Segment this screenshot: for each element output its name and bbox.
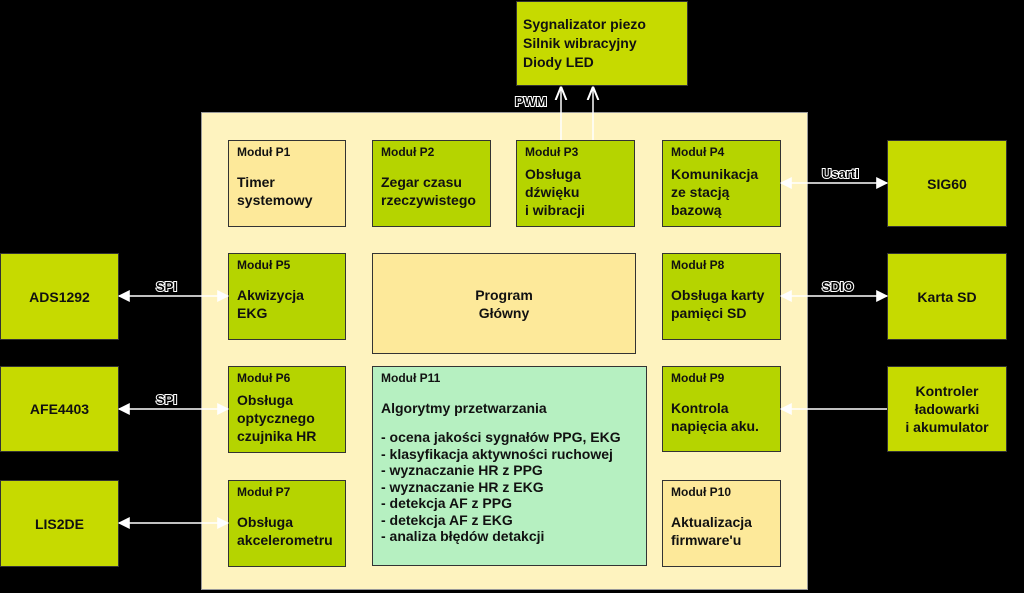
module-title: Moduł P11 bbox=[381, 371, 441, 385]
module-title: Moduł P5 bbox=[237, 258, 291, 272]
module-body: Zegar czasu rzeczywistego bbox=[381, 174, 476, 208]
module-body: Timer systemowy bbox=[237, 174, 313, 208]
module-p10: Moduł P10 Aktualizacja firmware'u bbox=[662, 480, 781, 567]
module-body: Akwizycja EKG bbox=[237, 287, 304, 321]
list-item: - analiza błędów detakcji bbox=[381, 528, 545, 544]
list-item: - wyznaczanie HR z PPG bbox=[381, 462, 543, 478]
module-body: Obsługa akcelerometru bbox=[237, 514, 333, 548]
list-item: - detekcja AF z PPG bbox=[381, 495, 512, 511]
module-title: Moduł P9 bbox=[671, 371, 725, 385]
module-title: Moduł P1 bbox=[237, 145, 291, 159]
module-p6: Moduł P6 Obsługa optycznego czujnika HR bbox=[228, 366, 346, 453]
list-item: - wyznaczanie HR z EKG bbox=[381, 478, 544, 495]
module-body: Aktualizacja firmware'u bbox=[671, 514, 752, 548]
module-p7: Moduł P7 Obsługa akcelerometru bbox=[228, 480, 346, 567]
module-p4: Moduł P4 Komunikacja ze stacją bazową bbox=[662, 140, 781, 227]
sdio-label: SDIO bbox=[822, 279, 854, 294]
list-item: - detekcja AF z EKG bbox=[381, 511, 513, 528]
outputs-box: Sygnalizator piezo Silnik wibracyjny Dio… bbox=[516, 1, 688, 86]
algo-list: - ocena jakości sygnałów PPG, EKG - klas… bbox=[373, 429, 646, 545]
algo-heading: Algorytmy przetwarzania bbox=[381, 400, 547, 416]
module-p11: Moduł P11 Algorytmy przetwarzania - ocen… bbox=[372, 366, 647, 566]
lis2de-box: LIS2DE bbox=[0, 480, 119, 567]
module-p1: Moduł P1 Timer systemowy bbox=[228, 140, 346, 227]
spi-afe-label: SPI bbox=[156, 392, 177, 407]
module-body: Obsługa optycznego czujnika HR bbox=[237, 392, 317, 444]
module-title: Moduł P4 bbox=[671, 145, 725, 159]
module-title: Moduł P2 bbox=[381, 145, 435, 159]
main-program: Program Główny bbox=[372, 253, 636, 354]
list-item: - klasyfikacja aktywności ruchowej bbox=[381, 445, 613, 462]
usart-label: UsartI bbox=[822, 166, 859, 181]
module-p3: Moduł P3 Obsługa dźwięku i wibracji bbox=[516, 140, 635, 227]
pwm-label: PWM bbox=[515, 94, 547, 109]
module-body: Obsługa karty pamięci SD bbox=[671, 287, 765, 321]
charger-box: Kontroler ładowarki i akumulator bbox=[887, 366, 1007, 452]
module-title: Moduł P10 bbox=[671, 485, 732, 499]
module-title: Moduł P3 bbox=[525, 145, 579, 159]
module-title: Moduł P8 bbox=[671, 258, 725, 272]
module-p8: Moduł P8 Obsługa karty pamięci SD bbox=[662, 253, 781, 340]
module-p9: Moduł P9 Kontrola napięcia aku. bbox=[662, 366, 781, 452]
afe4403-box: AFE4403 bbox=[0, 366, 119, 452]
list-item: - ocena jakości sygnałów PPG, EKG bbox=[381, 429, 621, 445]
module-p2: Moduł P2 Zegar czasu rzeczywistego bbox=[372, 140, 491, 227]
module-p5: Moduł P5 Akwizycja EKG bbox=[228, 253, 346, 340]
ads1292-box: ADS1292 bbox=[0, 253, 119, 340]
module-title: Moduł P7 bbox=[237, 485, 291, 499]
module-body: Kontrola napięcia aku. bbox=[671, 400, 759, 434]
module-body: Obsługa dźwięku i wibracji bbox=[525, 166, 585, 218]
module-title: Moduł P6 bbox=[237, 371, 291, 385]
spi-ads-label: SPI bbox=[156, 279, 177, 294]
module-body: Komunikacja ze stacją bazową bbox=[671, 166, 759, 218]
